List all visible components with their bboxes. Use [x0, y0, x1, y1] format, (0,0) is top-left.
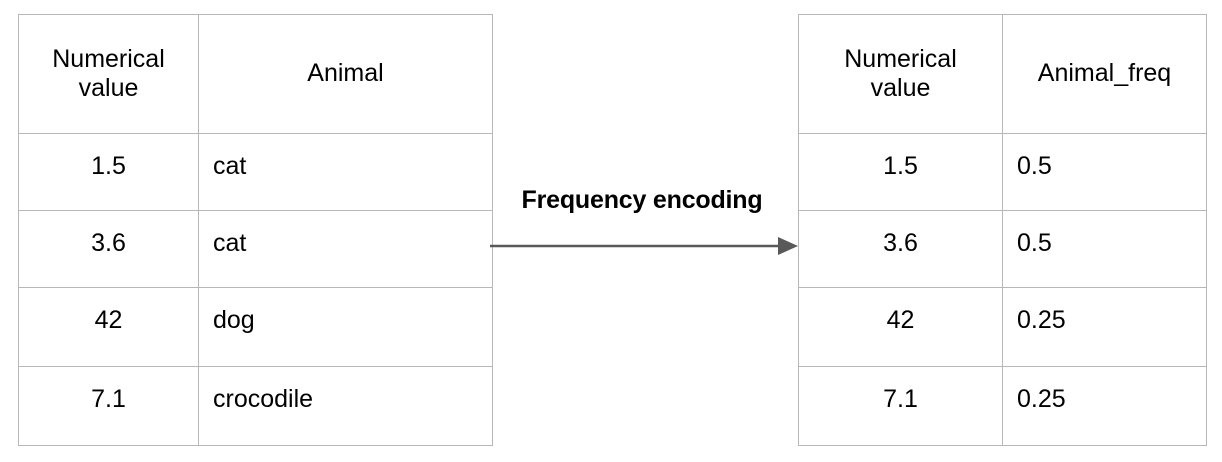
- arrow-right-icon: [490, 237, 798, 255]
- table-row: 3.6 0.5: [798, 210, 1207, 288]
- header-line-2: value: [78, 74, 139, 102]
- header-line-1: Numerical: [844, 44, 957, 73]
- transformation-arrow-group: Frequency encoding: [486, 186, 798, 262]
- cell-value-text: 1.5: [91, 152, 126, 180]
- cell-animal-freq: 0.5: [1002, 210, 1207, 288]
- cell-value-text: 1.5: [883, 152, 918, 180]
- table-row: 3.6 cat: [18, 210, 493, 288]
- frequency-encoded-table: Numerical value Animal_freq 1.5 0.5 3.6: [798, 14, 1207, 446]
- cell-animal-freq: 0.25: [1002, 287, 1207, 367]
- cell-animal: dog: [198, 287, 493, 367]
- table-row: 42 dog: [18, 287, 493, 367]
- cell-animal-text: crocodile: [213, 385, 314, 413]
- cell-animal-freq: 0.5: [1002, 133, 1207, 211]
- cell-value-text: 7.1: [883, 385, 918, 413]
- cell-animal: crocodile: [198, 366, 493, 446]
- header-cell-numerical-value: Numerical value: [18, 14, 199, 134]
- header-label-animal-freq: Animal_freq: [1037, 59, 1172, 88]
- table-row: 1.5 cat: [18, 133, 493, 211]
- cell-numerical-value: 7.1: [798, 366, 1003, 446]
- cell-freq-text: 0.5: [1017, 229, 1052, 257]
- cell-value-text: 7.1: [91, 385, 126, 413]
- cell-freq-text: 0.25: [1017, 306, 1066, 334]
- header-line-2: value: [870, 74, 931, 102]
- cell-numerical-value: 7.1: [18, 366, 199, 446]
- arrow-label: Frequency encoding: [521, 186, 763, 214]
- cell-freq-text: 0.5: [1017, 152, 1052, 180]
- cell-numerical-value: 3.6: [798, 210, 1003, 288]
- cell-value-text: 3.6: [91, 229, 126, 257]
- cell-numerical-value: 42: [18, 287, 199, 367]
- header-cell-animal-freq: Animal_freq: [1002, 14, 1207, 134]
- cell-numerical-value: 1.5: [798, 133, 1003, 211]
- table-header-row: Numerical value Animal_freq: [798, 14, 1207, 134]
- cell-value-text: 42: [886, 306, 915, 334]
- cell-freq-text: 0.25: [1017, 385, 1066, 413]
- cell-value-text: 42: [94, 306, 123, 334]
- cell-numerical-value: 3.6: [18, 210, 199, 288]
- table-header-row: Numerical value Animal: [18, 14, 493, 134]
- table-row: 7.1 crocodile: [18, 366, 493, 446]
- table-row: 42 0.25: [798, 287, 1207, 367]
- original-data-table: Numerical value Animal 1.5 cat 3.6: [18, 14, 493, 446]
- table-row: 1.5 0.5: [798, 133, 1207, 211]
- cell-animal: cat: [198, 210, 493, 288]
- header-cell-animal: Animal: [198, 14, 493, 134]
- cell-numerical-value: 1.5: [18, 133, 199, 211]
- header-line-1: Numerical: [52, 44, 165, 73]
- cell-animal-text: cat: [213, 152, 247, 180]
- cell-value-text: 3.6: [883, 229, 918, 257]
- cell-numerical-value: 42: [798, 287, 1003, 367]
- cell-animal-freq: 0.25: [1002, 366, 1207, 446]
- header-label-animal: Animal: [307, 59, 384, 88]
- cell-animal-text: cat: [213, 229, 247, 257]
- table-row: 7.1 0.25: [798, 366, 1207, 446]
- cell-animal: cat: [198, 133, 493, 211]
- cell-animal-text: dog: [213, 306, 255, 334]
- header-cell-numerical-value: Numerical value: [798, 14, 1003, 134]
